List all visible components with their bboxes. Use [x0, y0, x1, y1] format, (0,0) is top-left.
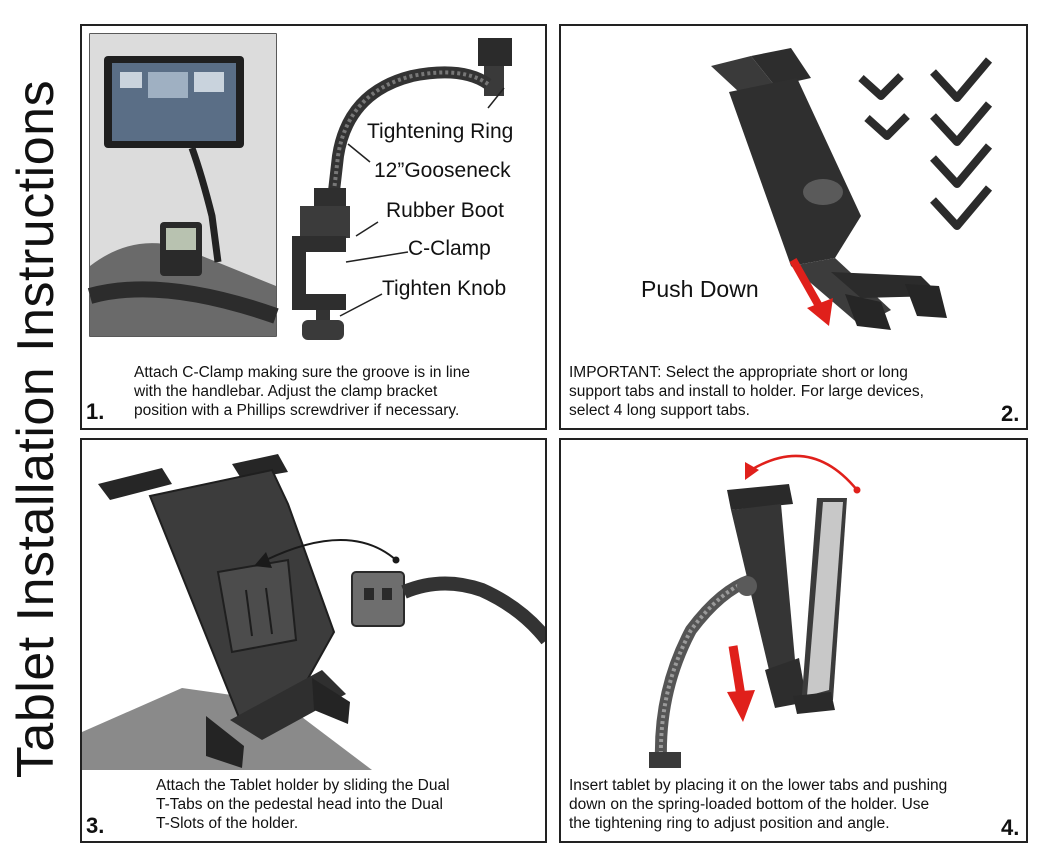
step-number: 3. [86, 813, 105, 838]
c-clamp-label: C-Clamp [408, 237, 491, 260]
step-number: 4. [1001, 815, 1020, 840]
pedestal-head [351, 571, 545, 645]
gooseneck-mount-illustration [87, 33, 512, 340]
support-tabs [858, 57, 993, 230]
rubber-boot-label: Rubber Boot [386, 199, 504, 222]
gooseneck-diagram [292, 38, 512, 340]
tablet-holder [711, 48, 947, 330]
step-2-panel: Push Down IMPORTANT: Select the appropri… [559, 24, 1028, 430]
red-down-arrow [789, 258, 833, 326]
red-down-arrow [727, 645, 755, 722]
attach-arrow [265, 539, 397, 561]
tightening-ring-label: Tightening Ring [367, 120, 514, 143]
tighten-knob-label: Tighten Knob [382, 277, 507, 300]
step-3-panel: 3. Attach the Tablet holder by sliding t… [80, 438, 547, 843]
page-title: Tablet Installation Instructions [7, 79, 65, 778]
instruction-line: with the handlebar. Adjust the clamp bra… [134, 383, 438, 400]
side-title: Tablet Installation Instructions [0, 0, 72, 857]
instruction-line: Attach the Tablet holder by sliding the … [156, 777, 450, 794]
instruction-line: position with a Phillips screwdriver if … [134, 402, 460, 419]
step-1-instructions: Attach C-Clamp making sure the groove is… [134, 363, 470, 420]
instruction-line: support tabs and install to holder. For … [569, 383, 924, 400]
step-2-instructions: IMPORTANT: Select the appropriate short … [569, 363, 924, 420]
instruction-line: Attach C-Clamp making sure the groove is… [134, 364, 470, 381]
instruction-line: Insert tablet by placing it on the lower… [569, 777, 948, 794]
step-3-instructions: Attach the Tablet holder by sliding the … [156, 776, 450, 833]
push-down-label: Push Down [641, 276, 759, 302]
attach-holder-illustration [82, 454, 545, 770]
gooseneck-arm [649, 574, 754, 768]
step-4-panel: Insert tablet by placing it on the lower… [559, 438, 1028, 843]
instruction-line: T-Tabs on the pedestal head into the Dua… [156, 796, 443, 813]
bike-photo-inset [87, 33, 279, 337]
step-1-panel: Tightening Ring 12”Gooseneck Rubber Boot… [80, 24, 547, 430]
instruction-line: IMPORTANT: Select the appropriate short … [569, 364, 908, 381]
holder-back [98, 454, 350, 768]
support-tabs-illustration [711, 48, 993, 330]
instruction-line: down on the spring-loaded bottom of the … [569, 796, 930, 813]
step-4-instructions: Insert tablet by placing it on the lower… [569, 776, 947, 833]
step-number: 2. [1001, 401, 1020, 426]
insert-tablet-illustration [649, 454, 861, 768]
gooseneck-label: 12”Gooseneck [374, 159, 511, 182]
step-number: 1. [86, 399, 105, 424]
instruction-line: select 4 long support tabs. [569, 402, 750, 419]
instruction-line: T-Slots of the holder. [156, 815, 299, 832]
rotate-arrow [745, 454, 861, 494]
holder-and-tablet [727, 484, 847, 714]
instruction-line: the tightening ring to adjust position a… [569, 815, 890, 832]
